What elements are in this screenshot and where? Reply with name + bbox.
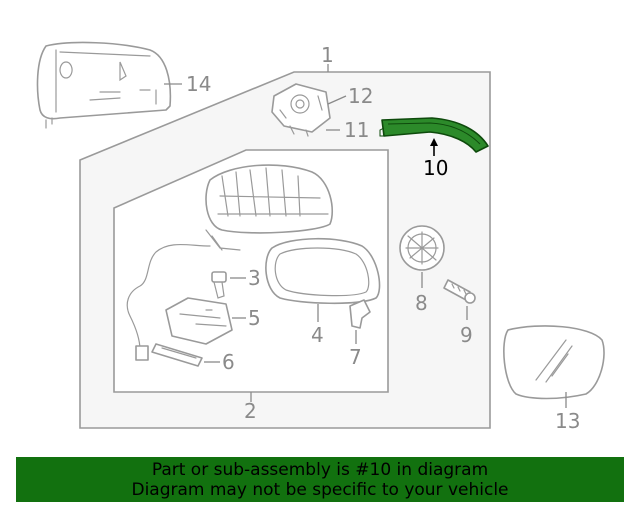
leader-12 <box>327 95 347 105</box>
screw-part-3[interactable] <box>211 271 227 299</box>
banner-line-2: Diagram may not be specific to your vehi… <box>131 480 509 500</box>
light-strip-part-6[interactable] <box>151 343 203 367</box>
callout-10: 10 <box>423 156 448 180</box>
bracket-part-5[interactable] <box>165 297 233 345</box>
screw-part-9[interactable] <box>443 279 476 304</box>
motor-unit-part-12[interactable] <box>271 83 331 137</box>
callout-13: 13 <box>555 409 580 433</box>
leader-10-arrow <box>430 138 438 146</box>
mirror-glass-holder-part-4[interactable] <box>265 237 381 305</box>
callout-14: 14 <box>186 72 211 96</box>
actuator-part-8[interactable] <box>399 225 445 271</box>
callout-8: 8 <box>415 291 428 315</box>
info-banner: Part or sub-assembly is #10 in diagram D… <box>16 457 624 502</box>
callout-11: 11 <box>344 118 369 142</box>
callout-7: 7 <box>349 345 362 369</box>
harness-connector <box>135 345 149 361</box>
callout-12: 12 <box>348 84 373 108</box>
callout-3: 3 <box>248 266 261 290</box>
wire-harness <box>126 243 211 351</box>
callout-1: 1 <box>321 43 334 67</box>
turn-signal-part-10[interactable] <box>379 117 489 153</box>
callout-2: 2 <box>244 399 257 423</box>
callout-4: 4 <box>311 323 324 347</box>
callout-6: 6 <box>222 350 235 374</box>
mirror-cover-part-14[interactable] <box>36 41 172 129</box>
banner-line-1: Part or sub-assembly is #10 in diagram <box>151 460 489 480</box>
callout-5: 5 <box>248 306 261 330</box>
mirror-housing-frame[interactable] <box>205 164 334 251</box>
mirror-glass-part-13[interactable] <box>503 325 605 400</box>
clip-part-7[interactable] <box>349 299 371 329</box>
callout-9: 9 <box>460 323 473 347</box>
diagram-canvas: 14 1 12 11 10 3 5 <box>36 41 605 433</box>
